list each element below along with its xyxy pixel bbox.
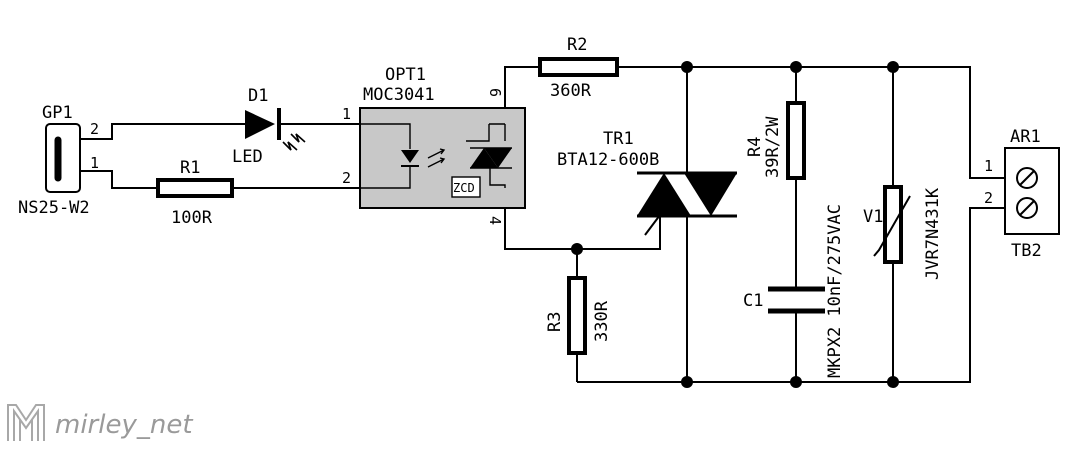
r4-resistor: R4 39R/2W <box>745 101 806 180</box>
r2-ref: R2 <box>567 35 587 55</box>
tr1-triac: TR1 BTA12-600B <box>557 129 737 236</box>
ar1-terminal-block: AR1 TB2 1 2 <box>984 127 1060 261</box>
r3-value: 330R <box>592 300 612 342</box>
v1-ref: V1 <box>863 207 883 227</box>
ar1-value: TB2 <box>1011 241 1042 261</box>
opt1-pin-1: 1 <box>342 105 351 123</box>
d1-ref: D1 <box>248 86 268 106</box>
gp1-pin-2: 2 <box>90 120 99 138</box>
c1-capacitor: C1 MKPX2 10nF/275VAC <box>743 204 845 378</box>
r4-value: 39R/2W <box>763 116 783 178</box>
gp1-value: NS25-W2 <box>18 198 90 218</box>
r3-ref: R3 <box>545 312 565 332</box>
opt1-pin-4: 4 <box>486 216 504 225</box>
c1-ref: C1 <box>743 291 763 311</box>
gp1-pin-1: 1 <box>90 154 99 172</box>
r2-value: 360R <box>550 81 592 101</box>
opt1-zcd-label: ZCD <box>453 181 475 195</box>
opt1-value: MOC3041 <box>363 85 435 105</box>
d1-led: D1 LED <box>232 86 306 167</box>
mirley-logo-icon <box>7 404 45 441</box>
r1-value: 100R <box>171 208 213 228</box>
ar1-pin-2: 2 <box>984 189 993 207</box>
r1-resistor: R1 100R <box>156 158 234 228</box>
r3-resistor: R3 330R <box>545 276 612 355</box>
r4-ref: R4 <box>745 137 765 157</box>
c1-value: MKPX2 10nF/275VAC <box>825 204 845 378</box>
watermark: mirley_net <box>7 404 193 441</box>
opt1-pin-6: 6 <box>486 88 504 97</box>
opt1-ref: OPT1 <box>385 65 426 85</box>
r1-ref: R1 <box>180 158 200 178</box>
ar1-pin-1: 1 <box>984 157 993 175</box>
d1-value: LED <box>232 147 263 167</box>
junctions <box>571 61 899 388</box>
r2-resistor: R2 360R <box>538 35 619 101</box>
tr1-value: BTA12-600B <box>557 150 659 170</box>
watermark-text: mirley_net <box>55 410 193 440</box>
v1-varistor: V1 JVR7N431K <box>863 185 943 280</box>
opt1-pin-2: 2 <box>342 169 351 187</box>
ar1-ref: AR1 <box>1010 127 1041 147</box>
opt1-optocoupler: ZCD OPT1 MOC3041 1 2 6 4 <box>342 65 526 225</box>
v1-value: JVR7N431K <box>923 187 943 280</box>
gp1-jumper: GP1 NS25-W2 2 1 <box>18 103 99 218</box>
tr1-ref: TR1 <box>603 129 634 149</box>
gp1-ref: GP1 <box>42 103 73 123</box>
